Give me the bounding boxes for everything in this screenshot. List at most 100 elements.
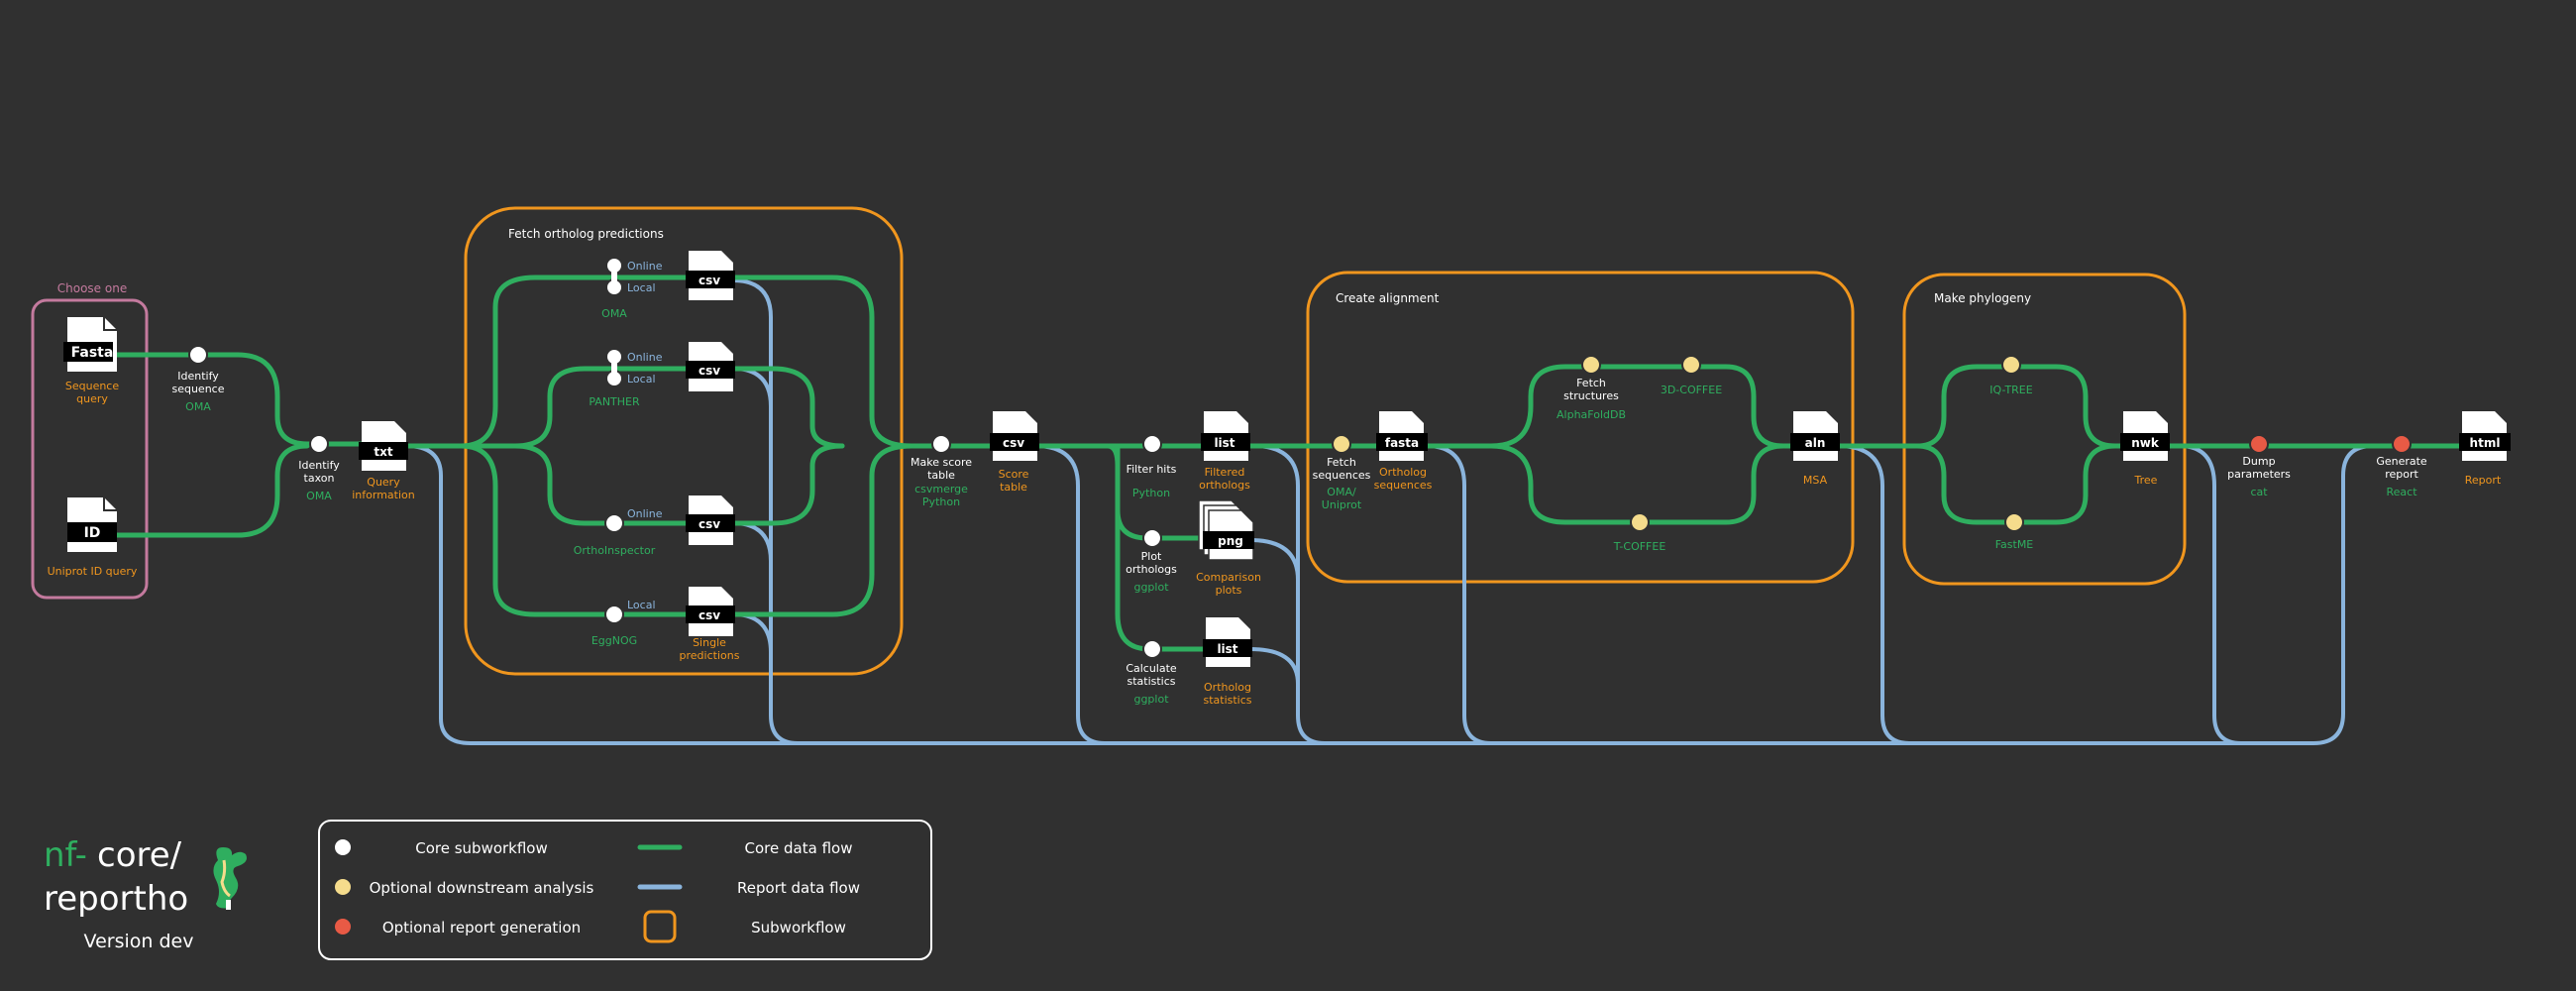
generate-report-label-2: report: [2385, 468, 2418, 481]
ortholog-sequences-label-2: sequences: [1374, 479, 1433, 492]
plot-orthologs-label-1: Plot: [1141, 550, 1162, 563]
score-csv-file-icon: csv: [990, 411, 1039, 461]
oma-csv-file-icon: csv: [686, 251, 735, 300]
apple-core-icon: [213, 847, 247, 910]
plot-orthologs-node: [1142, 528, 1162, 548]
ortholog-fasta-file-icon: fasta: [1376, 411, 1428, 461]
id-tag: ID: [84, 525, 101, 541]
txt-file-icon: txt: [359, 421, 408, 471]
nf-core-logo: nf- core/ reportho Version dev: [44, 835, 247, 952]
generate-report-node: [2392, 434, 2412, 454]
ortholog-sequences-label-1: Ortholog: [1379, 466, 1427, 479]
filter-hits-tool: Python: [1132, 487, 1170, 499]
orthoinspector-csv-tag: csv: [698, 517, 720, 531]
logo-text-nf: nf-: [44, 835, 87, 875]
t-coffee-node: [1630, 512, 1650, 532]
identify-taxon-label-1: Identify: [298, 459, 340, 472]
report-label: Report: [2465, 474, 2502, 487]
legend-report-data-flow-label: Report data flow: [737, 879, 860, 897]
orthoinspector-csv-file-icon: csv: [686, 496, 735, 545]
oma-name: OMA: [601, 307, 627, 320]
ortholog-statistics-label-2: statistics: [1203, 694, 1251, 707]
oma-local-label: Local: [627, 281, 656, 294]
plot-orthologs-label-2: orthologs: [1126, 563, 1177, 576]
fastme-node: [2004, 512, 2024, 532]
eggnog-node: [604, 605, 624, 624]
calculate-statistics-node: [1142, 639, 1162, 659]
fasta-tag: Fasta: [71, 345, 114, 361]
fetch-structures-label-2: structures: [1563, 389, 1619, 402]
ortholog-fasta-tag: fasta: [1385, 436, 1419, 450]
identify-sequence-tool: OMA: [185, 400, 211, 413]
filtered-orthologs-label-1: Filtered: [1205, 466, 1245, 479]
identify-sequence-label-1: Identify: [177, 370, 219, 383]
oma-csv-tag: csv: [698, 274, 720, 287]
comparison-png-file-icon: png: [1198, 499, 1254, 561]
eggnog-local-label: Local: [627, 599, 656, 611]
legend-core-subworkflow-label: Core subworkflow: [415, 839, 548, 857]
msa-label: MSA: [1803, 474, 1828, 487]
report-html-file-icon: html: [2459, 411, 2511, 461]
eggnog-csv-tag: csv: [698, 608, 720, 622]
fetch-orthologs-box: [464, 206, 904, 676]
legend-optional-report-label: Optional report generation: [382, 919, 581, 936]
single-predictions-label-1: Single: [693, 636, 726, 649]
create-alignment-box: [1306, 271, 1855, 584]
oma-online-label: Online: [627, 260, 663, 273]
filtered-list-tag: list: [1214, 436, 1234, 450]
orthoinspector-name: OrthoInspector: [574, 544, 656, 557]
tree-nwk-file-icon: nwk: [2120, 411, 2170, 461]
comparison-png-tag: png: [1218, 534, 1243, 548]
legend-subworkflow-label: Subworkflow: [751, 919, 846, 936]
choose-one-title: Choose one: [57, 281, 127, 295]
statistics-list-tag: list: [1217, 642, 1237, 656]
statistics-list-file-icon: list: [1203, 617, 1252, 667]
eggnog-name: EggNOG: [591, 634, 637, 647]
orthoinspector-online-label: Online: [627, 507, 663, 520]
generate-report-label-1: Generate: [2376, 455, 2427, 468]
make-phylogeny-title: Make phylogeny: [1934, 291, 2031, 305]
query-information-label-1: Query: [367, 476, 400, 489]
choose-one-box: [31, 298, 149, 600]
orthoinspector-node: [604, 513, 624, 533]
fetch-sequences-label-2: sequences: [1313, 469, 1371, 482]
sequence-query-label-2: query: [76, 392, 108, 405]
dump-parameters-tool: cat: [2250, 486, 2268, 498]
identify-taxon-node: [309, 434, 329, 454]
fetch-sequences-label-1: Fetch: [1327, 456, 1356, 469]
make-phylogeny-box: [1902, 273, 2187, 586]
legend-core-subworkflow-icon: [333, 837, 353, 857]
query-information-label-2: information: [352, 489, 415, 501]
legend-core-data-flow-label: Core data flow: [745, 839, 853, 857]
calculate-statistics-tool: ggplot: [1133, 693, 1169, 706]
make-score-tool-1: csvmerge: [914, 483, 968, 496]
fetch-structures-node: [1581, 355, 1601, 375]
identify-taxon-label-2: taxon: [304, 472, 335, 485]
legend-optional-downstream-label: Optional downstream analysis: [370, 879, 594, 897]
fetch-sequences-tool-2: Uniprot: [1322, 498, 1362, 511]
panther-csv-tag: csv: [698, 364, 720, 378]
iq-tree-node: [2001, 355, 2021, 375]
fetch-sequences-tool-1: OMA/: [1327, 486, 1356, 498]
3d-coffee-node: [1681, 355, 1701, 375]
logo-text-core: core/: [97, 835, 182, 875]
sequence-query-label-1: Sequence: [65, 380, 119, 392]
dump-parameters-node: [2249, 434, 2269, 454]
identify-taxon-tool: OMA: [306, 490, 332, 502]
plot-orthologs-tool: ggplot: [1133, 581, 1169, 594]
legend-subworkflow-icon: [643, 910, 677, 943]
create-alignment-title: Create alignment: [1336, 291, 1440, 305]
fetch-sequences-node: [1332, 434, 1351, 454]
panther-csv-file-icon: csv: [686, 342, 735, 391]
logo-version: Version dev: [84, 931, 194, 952]
msa-aln-file-icon: aln: [1790, 411, 1840, 461]
msa-aln-tag: aln: [1805, 436, 1826, 450]
logo-text-reportho: reportho: [44, 879, 188, 919]
comparison-plots-label-2: plots: [1216, 584, 1242, 597]
identify-sequence-label-2: sequence: [171, 383, 224, 395]
fetch-structures-label-1: Fetch: [1576, 377, 1606, 389]
fetch-structures-tool: AlphaFoldDB: [1556, 408, 1626, 421]
make-score-table-node: [931, 434, 951, 454]
